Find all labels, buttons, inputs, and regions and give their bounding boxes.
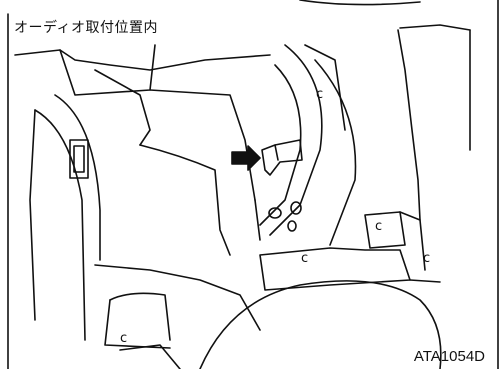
bolt-right (290, 201, 302, 215)
right-upper-edge (399, 24, 471, 31)
bolt-lower (287, 220, 297, 232)
figure-code-label: ATA1054D (413, 348, 485, 365)
diagram-caption: オーディオ取付位置内 (12, 17, 161, 37)
left-trim-edge (29, 109, 36, 321)
left-floor-block-side (104, 299, 171, 349)
dash-upper-edge (14, 49, 271, 71)
clip-mark: c (120, 331, 127, 346)
left-floor-block (109, 292, 171, 341)
clip-bracket (261, 139, 303, 176)
clip-mark: c (375, 219, 382, 234)
console-right-wall (254, 199, 261, 241)
clip-mark: c (301, 251, 308, 266)
clip-bracket-fold (274, 144, 279, 161)
bracket-pillar-inner (259, 64, 302, 226)
clip-mark: c (423, 251, 430, 266)
bracket-pillar-outer (269, 44, 323, 236)
upper-panel (59, 44, 156, 96)
pointer-arrow-icon (231, 145, 261, 171)
lower-block (259, 247, 411, 291)
right-panel-edge (397, 29, 421, 221)
seat-cushion (199, 280, 442, 369)
left-trim-outer (34, 109, 86, 341)
console-opening-edge (139, 144, 231, 256)
bracket-top-edge (304, 44, 346, 131)
top-edge-curve (299, 0, 421, 6)
left-trim-slot (69, 139, 89, 179)
bolt-left (268, 207, 282, 219)
floor-panel-line (94, 264, 261, 331)
clip-mark: c (316, 87, 323, 102)
block-ledge (409, 279, 441, 283)
bracket-pillar-right (314, 59, 357, 246)
left-lower-trim (119, 344, 181, 369)
console-opening-top (149, 89, 256, 201)
upper-small-block (364, 211, 406, 249)
left-trim-slot-inner (73, 145, 85, 173)
upper-panel-inner (94, 69, 151, 146)
